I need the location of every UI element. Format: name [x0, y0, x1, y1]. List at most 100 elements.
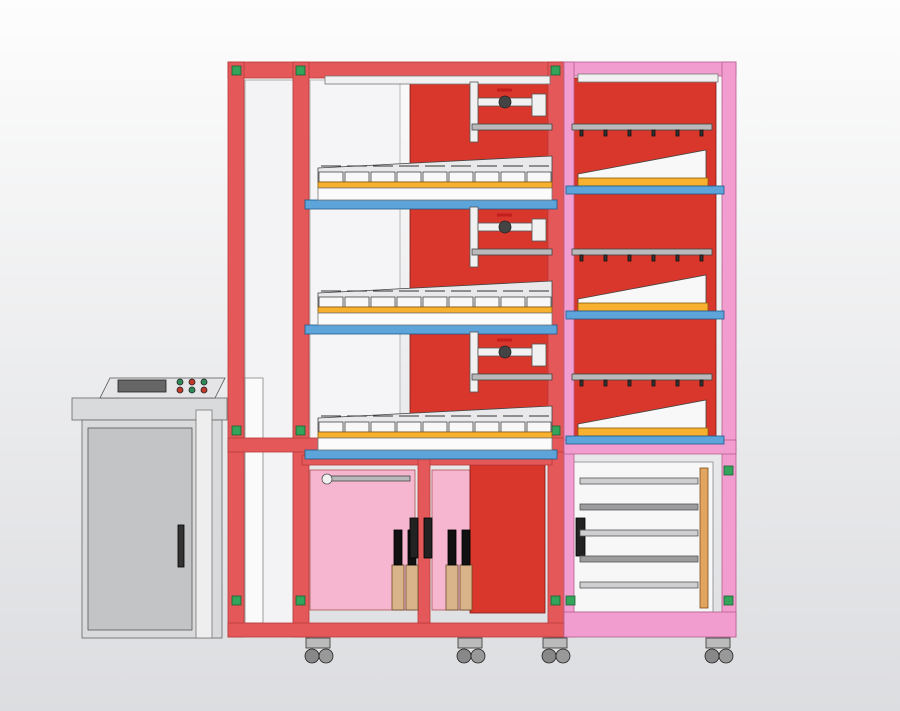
pump-motor: [393, 529, 403, 566]
caster-wheel-right: [718, 648, 734, 664]
top-rail-left: [227, 61, 567, 79]
shelf-support: [317, 312, 553, 326]
caster-wheels: [304, 637, 734, 664]
spray-bar: [471, 123, 553, 131]
cable-duct: [699, 467, 709, 609]
pipe-elbow: [531, 343, 547, 367]
tray-cell: [344, 171, 370, 183]
spray-nozzle: [651, 254, 656, 262]
corner-bracket: [565, 595, 576, 606]
right-tray-orange: [577, 427, 709, 437]
right-tray-orange: [577, 177, 709, 187]
tray-cell: [396, 296, 422, 308]
nutrient-bottle: [445, 564, 459, 611]
lower-middle-door-handle: [423, 517, 433, 559]
caster-wheel-right: [555, 648, 571, 664]
caster-wheel-left: [704, 648, 720, 664]
tray-cell: [370, 421, 396, 433]
shelf-assemblies: [304, 81, 725, 460]
nutrient-bottle: [405, 564, 419, 611]
corner-bracket: [723, 465, 734, 476]
tray-cell: [500, 296, 526, 308]
right-spray-bar: [571, 123, 713, 131]
bottom-rail-right: [563, 611, 737, 638]
left-cabinet-back-panel: [409, 79, 551, 461]
tray-cell: [396, 421, 422, 433]
caster-wheel-left: [304, 648, 320, 664]
top-light-fixture-left: [324, 75, 551, 85]
right-shelf-level: [565, 248, 725, 320]
spray-nozzle: [675, 129, 680, 137]
right-spray-bar: [571, 373, 713, 381]
left-shelf-level: [304, 405, 558, 460]
bottom-rail-left: [227, 622, 567, 638]
caster-mount: [542, 637, 568, 649]
right-shelf-level: [565, 123, 725, 195]
tray-cell: [526, 421, 552, 433]
console-button: [200, 386, 208, 394]
tray-cell: [526, 171, 552, 183]
console-side-strip: [195, 409, 213, 639]
control-console: [71, 377, 228, 639]
tray-cell: [474, 171, 500, 183]
spray-nozzle: [675, 254, 680, 262]
tray-cell: [344, 421, 370, 433]
console-door-handle: [177, 524, 185, 568]
tray-cell: [474, 296, 500, 308]
tray-cell: [422, 171, 448, 183]
side-white-plate: [244, 377, 264, 624]
tray-cell: [526, 296, 552, 308]
tray-cell: [448, 421, 474, 433]
right-spray-bar: [571, 248, 713, 256]
shelf-blue-rail: [304, 324, 558, 335]
din-rail: [579, 477, 699, 485]
spray-nozzle: [675, 379, 680, 387]
din-rail: [579, 581, 699, 589]
corner-bracket: [550, 65, 561, 76]
tray-orange-base: [317, 306, 553, 314]
tray-cell: [318, 171, 344, 183]
spray-nozzle: [579, 129, 584, 137]
nutrient-bottle: [459, 564, 473, 611]
console-button: [188, 386, 196, 394]
spray-nozzle: [699, 129, 704, 137]
left-shelf-level: [304, 280, 558, 335]
tray-orange-base: [317, 181, 553, 189]
caster-mount: [457, 637, 483, 649]
right-shelf-level: [565, 373, 725, 445]
valve-body: [498, 220, 512, 234]
console-button: [188, 378, 196, 386]
shelf-support: [317, 437, 553, 451]
caster-wheel-right: [470, 648, 486, 664]
pipe-valve-assembly: [469, 81, 553, 143]
caster-wheel-right: [318, 648, 334, 664]
pump-motor: [461, 529, 471, 566]
tray-cell: [318, 421, 344, 433]
corner-bracket: [231, 425, 242, 436]
tray-cell: [344, 296, 370, 308]
right-lower-electrical-panel: [572, 461, 714, 613]
caster-wheel-left: [456, 648, 472, 664]
tray-cell: [422, 421, 448, 433]
lower-compartments: [321, 467, 709, 611]
tray-cell: [318, 296, 344, 308]
right-door-handle: [575, 517, 586, 557]
spray-nozzle: [579, 379, 584, 387]
spray-nozzle: [651, 379, 656, 387]
tray-cell: [370, 296, 396, 308]
lower-right-red-panel: [469, 464, 546, 614]
tray-orange-base: [317, 431, 553, 439]
tray-cell: [500, 421, 526, 433]
valve-body: [498, 95, 512, 109]
console-button: [176, 386, 184, 394]
shelf-blue-rail: [304, 449, 558, 460]
caster-mount: [705, 637, 731, 649]
din-rail: [579, 503, 699, 511]
spray-bar: [471, 248, 553, 256]
spray-nozzle: [651, 129, 656, 137]
console-screen: [117, 379, 167, 393]
console-door: [87, 427, 193, 631]
tray-cell: [474, 421, 500, 433]
spray-nozzle: [627, 129, 632, 137]
